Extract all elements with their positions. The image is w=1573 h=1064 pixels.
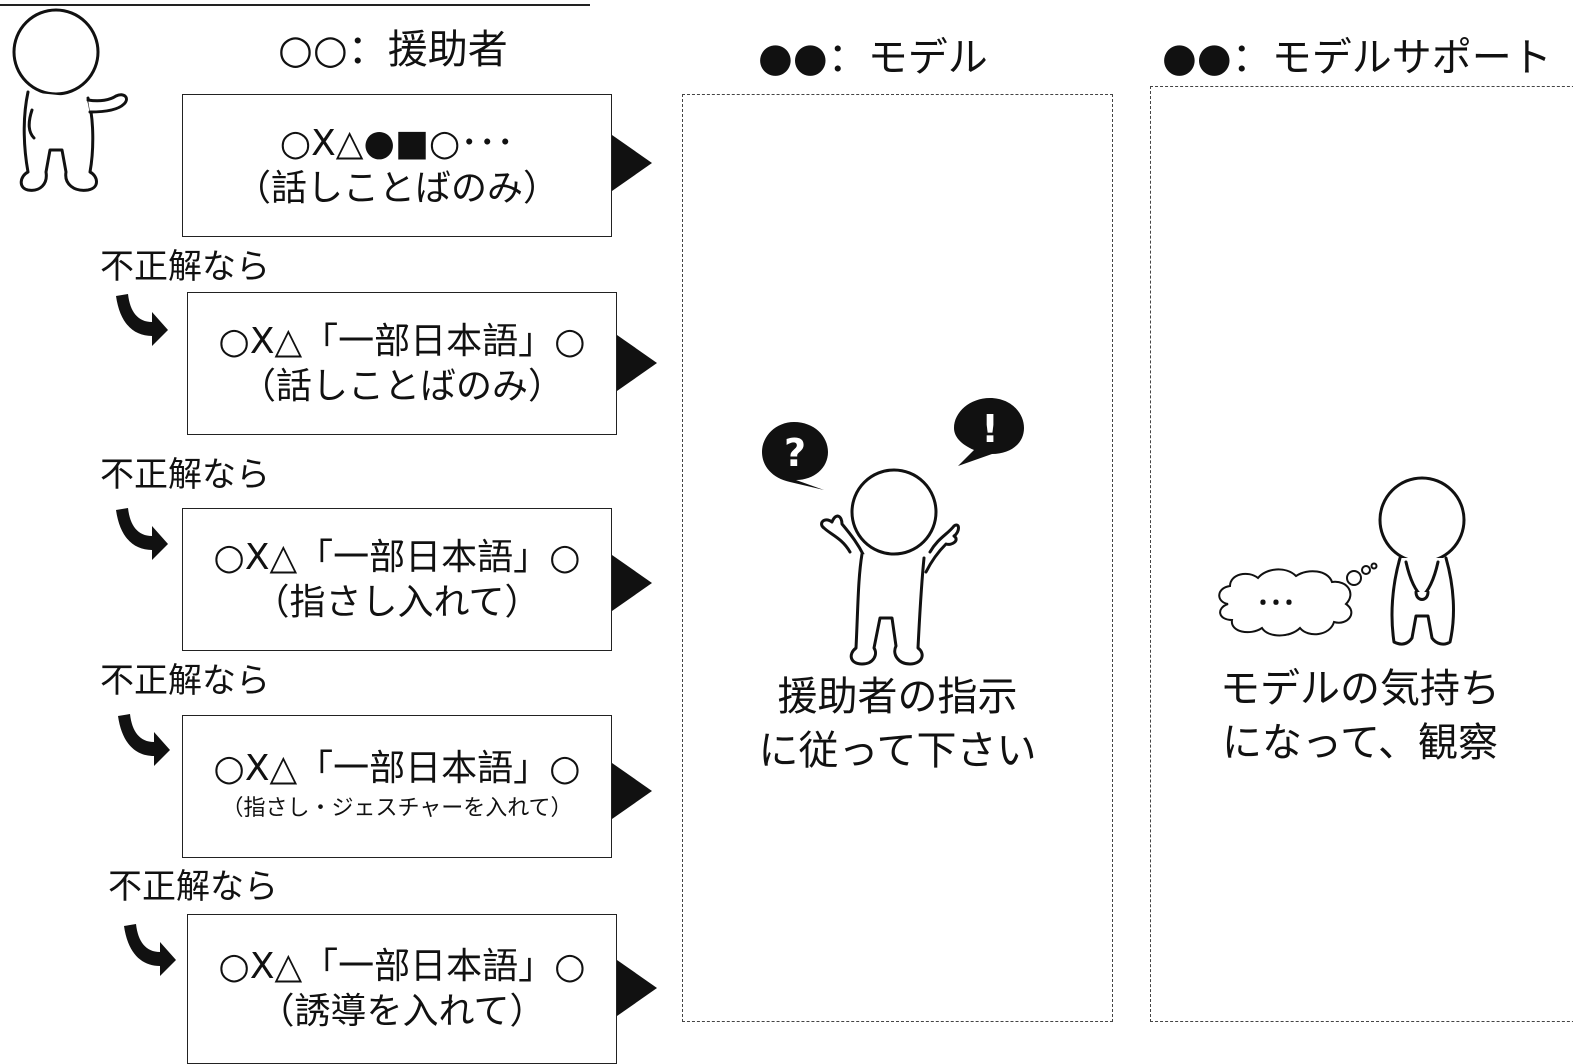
step-4-line1: ○X△「一部日本語」○ — [213, 748, 581, 790]
step-5-line2: （誘導を入れて） — [258, 991, 546, 1032]
step-box-2: ○X△「一部日本語」○ （話しことばのみ） — [187, 292, 617, 435]
question-mark: ? — [784, 431, 806, 475]
step-3-line2: （指さし入れて） — [253, 581, 541, 623]
model-header: ●●：モデル — [758, 35, 988, 81]
support-caption: モデルの気持ち になって、観察 — [1150, 662, 1570, 770]
step-2-line1: ○X△「一部日本語」○ — [218, 320, 586, 362]
step-3-arrow-icon — [612, 555, 652, 611]
step-box-3: ○X△「一部日本語」○ （指さし入れて） — [182, 508, 612, 651]
incorrect-label-4: 不正解なら — [108, 867, 278, 907]
model-caption-line2: に従って下さい — [758, 728, 1037, 774]
support-panel — [1150, 86, 1573, 1022]
curved-arrow-1-icon — [116, 294, 168, 346]
thought-cloud-icon: ･･･ — [1218, 562, 1378, 637]
step-4-line2: （指さし・ジェスチャーを入れて） — [221, 796, 573, 822]
incorrect-label-3: 不正解なら — [100, 661, 270, 701]
incorrect-label-2: 不正解なら — [100, 455, 270, 495]
top-rule — [0, 0, 590, 6]
support-figure-icon — [1378, 476, 1466, 646]
incorrect-label-1: 不正解なら — [100, 247, 270, 287]
step-5-line1: ○X△「一部日本語」○ — [218, 946, 586, 987]
step-2-line2: （話しことばのみ） — [239, 365, 564, 407]
exclaim-bubble-icon: ! — [954, 398, 1024, 466]
helper-header: ○○：援助者 — [278, 27, 508, 73]
step-1-arrow-icon — [612, 135, 652, 191]
curved-arrow-4-icon — [124, 924, 176, 976]
curved-arrow-2-icon — [116, 508, 168, 560]
thought-text: ･･･ — [1256, 589, 1295, 619]
model-figure-icon — [820, 468, 960, 666]
model-caption-line1: 援助者の指示 — [777, 674, 1018, 720]
step-box-5: ○X△「一部日本語」○ （誘導を入れて） — [187, 914, 617, 1064]
helper-figure-icon — [12, 8, 128, 192]
model-caption: 援助者の指示 に従って下さい — [682, 670, 1113, 778]
step-box-1: ○X△●■○･･･ （話しことばのみ） — [182, 94, 612, 237]
step-3-line1: ○X△「一部日本語」○ — [213, 536, 581, 578]
exclaim-mark: ! — [981, 407, 998, 451]
step-4-arrow-icon — [612, 763, 652, 819]
step-1-line2: （話しことばのみ） — [234, 167, 559, 209]
support-header: ●●：モデルサポート — [1162, 35, 1552, 81]
model-panel — [682, 94, 1113, 1022]
support-caption-line2: になって、観察 — [1222, 720, 1498, 766]
step-box-4: ○X△「一部日本語」○ （指さし・ジェスチャーを入れて） — [182, 715, 612, 858]
step-2-arrow-icon — [617, 335, 657, 391]
question-bubble-icon: ? — [762, 422, 828, 490]
curved-arrow-3-icon — [118, 714, 170, 766]
support-caption-line1: モデルの気持ち — [1220, 666, 1500, 712]
step-1-line1: ○X△●■○･･･ — [279, 122, 515, 164]
step-5-arrow-icon — [617, 960, 657, 1016]
